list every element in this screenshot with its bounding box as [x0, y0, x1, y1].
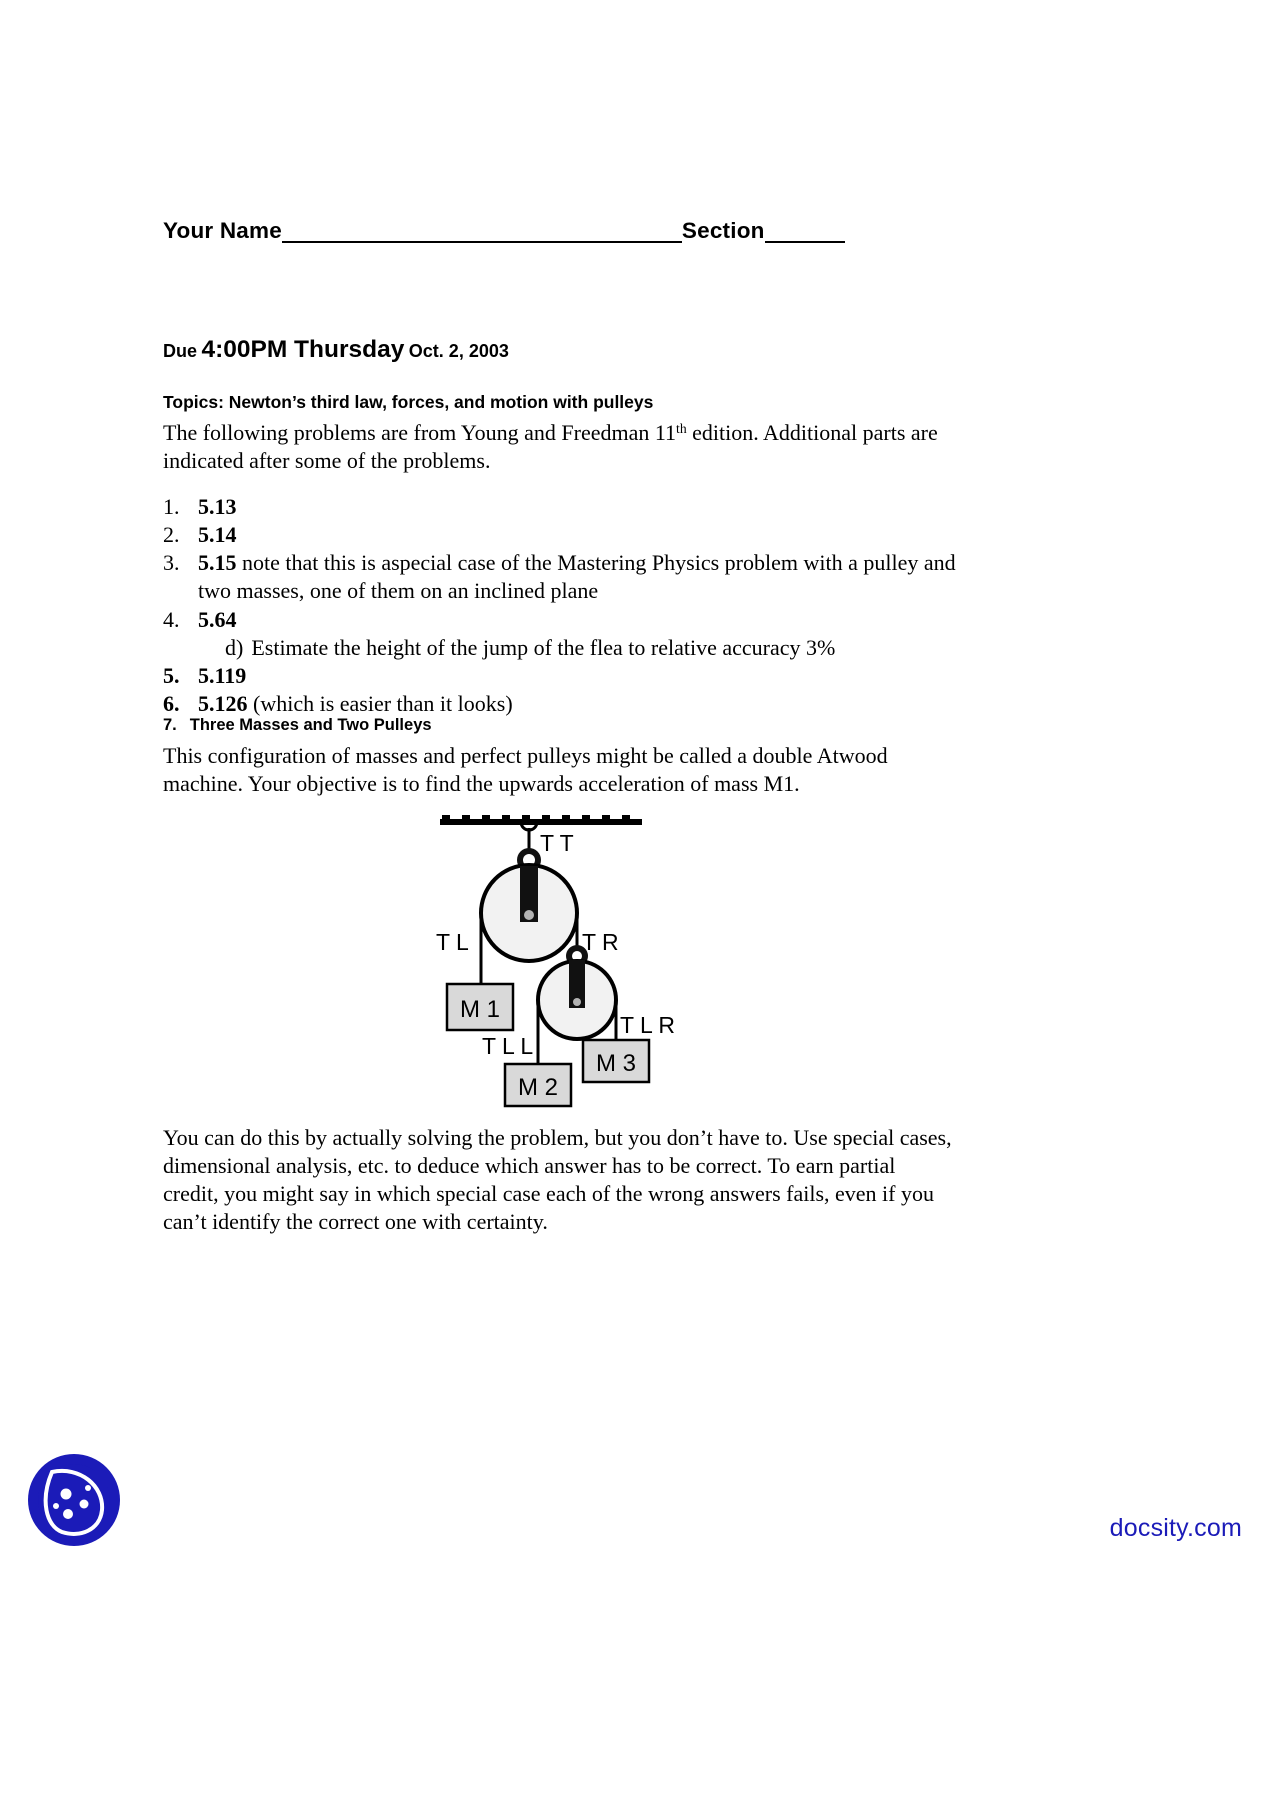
- list-item-code: 5.15: [198, 550, 237, 576]
- mass-block-m2: [503, 1062, 573, 1108]
- list-item-text: (which is easier than it looks): [247, 691, 513, 717]
- double-atwood-machine-figure: T T T L T R T L L T L R M 1 M 2 M 3: [420, 808, 720, 1108]
- list-item-number: 4.: [163, 606, 180, 632]
- list-item: 4. 5.64: [163, 606, 963, 634]
- list-item: 6. 5.126 (which is easier than it looks): [163, 690, 963, 718]
- intro-text-part2: edition. Additional parts are indicated …: [163, 420, 938, 474]
- due-prefix: Due: [163, 341, 198, 361]
- top-pulley: [479, 863, 579, 963]
- list-item-code: 5.119: [198, 662, 247, 688]
- ceiling-support-icon: [440, 815, 642, 832]
- list-item: 2. 5.14: [163, 521, 963, 549]
- intro-text-part1: The following problems are from Young an…: [163, 420, 677, 445]
- item7-number: 7.: [163, 716, 177, 734]
- lower-pulley: [536, 959, 618, 1041]
- figure-label-mass3: M 3: [596, 1050, 636, 1077]
- list-item-number: 6.: [163, 691, 180, 717]
- intro-ordinal: th: [676, 420, 687, 436]
- due-line: Due 4:00PM Thursday Oct. 2, 2003: [163, 336, 509, 364]
- list-item-code: 5.13: [198, 494, 237, 519]
- sub-item-label: d): [225, 634, 244, 660]
- item7-paragraph: This configuration of masses and perfect…: [163, 743, 888, 797]
- mass-block-m1: [445, 982, 515, 1032]
- list-item-number: 2.: [163, 522, 180, 548]
- list-item: 5. 5.119: [163, 662, 963, 690]
- problem-list: 1. 5.13 2. 5.14 3. 5.15 note that this is a…: [163, 493, 963, 718]
- list-item-code: 5.126: [198, 691, 248, 717]
- docsity-brand-text: docsity.com: [1109, 1514, 1242, 1542]
- name-blank-rule: [281, 218, 682, 243]
- list-sub-item: d) Estimate the height of the jump of the…: [163, 634, 963, 662]
- docsity-logo-icon: [22, 1448, 126, 1552]
- section-label: Section: [681, 218, 765, 243]
- list-item-code: 5.64: [198, 606, 237, 632]
- figure-label-tension-lower-left: T L L: [482, 1033, 533, 1059]
- list-item-code: 5.14: [198, 522, 237, 548]
- figure-label-mass1: M 1: [460, 996, 500, 1023]
- list-item-number: 3.: [163, 550, 180, 576]
- item7-heading: 7. Three Masses and Two Pulleys: [163, 716, 432, 735]
- list-item: 3. 5.15 note that this is aspecial case o…: [163, 549, 963, 605]
- figure-label-mass2: M 2: [518, 1074, 558, 1101]
- due-date: Oct. 2, 2003: [408, 341, 509, 361]
- figure-label-tension-right: T R: [582, 929, 619, 955]
- figure-label-tension-top: T T: [540, 830, 574, 856]
- list-item-text: note that this is aspecial case of the M…: [198, 550, 956, 604]
- intro-paragraph: The following problems are from Young an…: [163, 419, 953, 475]
- closing-paragraph: You can do this by actually solving the …: [163, 1125, 952, 1235]
- figure-label-tension-lower-right: T L R: [620, 1012, 675, 1038]
- list-item: 1. 5.13: [163, 493, 963, 521]
- name-section-header: Your Name Section: [163, 218, 845, 244]
- sub-item-text: Estimate the height of the jump of the f…: [251, 634, 836, 660]
- mass-block-m3: [581, 1038, 651, 1084]
- section-blank-rule: [764, 218, 845, 243]
- list-item-number: 1.: [163, 494, 180, 519]
- topics-line: Topics: Newton’s third law, forces, and …: [163, 392, 654, 412]
- due-time-day: 4:00PM Thursday: [201, 336, 405, 363]
- your-name-label: Your Name: [163, 218, 282, 243]
- item7-title: Three Masses and Two Pulleys: [189, 716, 432, 734]
- figure-label-tension-left: T L: [436, 929, 469, 955]
- list-item-number: 5.: [163, 662, 180, 688]
